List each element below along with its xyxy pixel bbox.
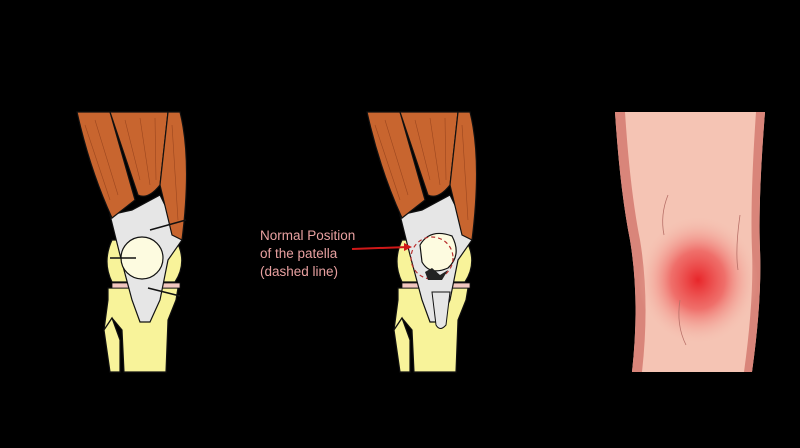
annotation-line-3: (dashed line) xyxy=(260,264,339,279)
annotation-arrow xyxy=(351,246,409,250)
cartilage-damage xyxy=(425,268,448,280)
normal-patella-outline-dashed xyxy=(410,236,454,280)
swollen-knee-skin-illustration xyxy=(615,112,765,372)
arrowhead-icon xyxy=(404,243,412,251)
annotation-line-2: of the patella xyxy=(260,246,338,261)
normal-knee-illustration xyxy=(76,111,188,373)
patella-annotation-label: Normal Position of the patella (dashed l… xyxy=(260,227,355,281)
dislocated-patella-illustration xyxy=(366,111,478,373)
displaced-patella xyxy=(419,232,457,272)
annotation-line-1: Normal Position xyxy=(260,228,356,243)
pointer-arrows xyxy=(110,219,187,297)
inflammation-area xyxy=(638,215,758,345)
